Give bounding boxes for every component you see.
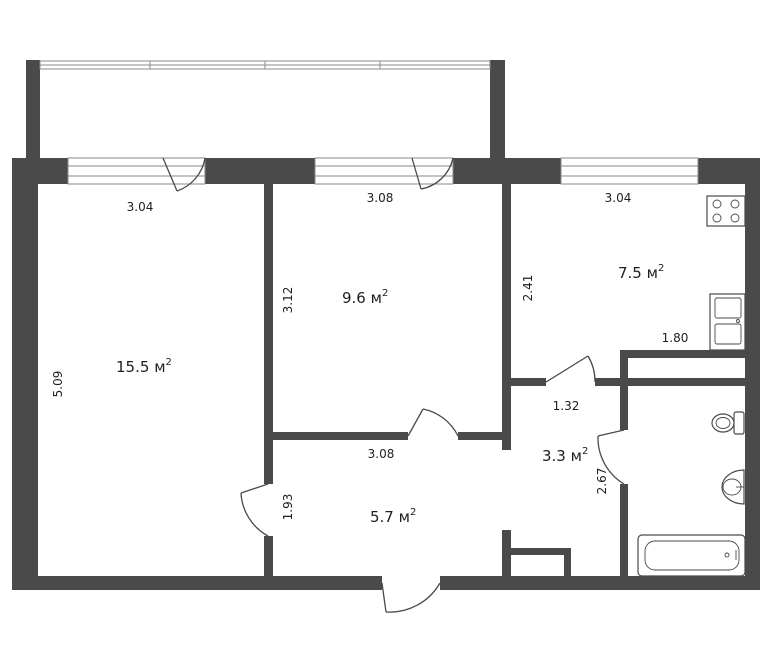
interior-walls — [264, 184, 745, 578]
door-room1 — [240, 483, 269, 537]
room1-width-label: 3.04 — [127, 200, 154, 214]
kitchen-height-label: 2.41 — [521, 275, 535, 302]
corridor-width-label: 1.32 — [553, 399, 580, 413]
doors — [162, 157, 625, 613]
washbasin-icon — [721, 469, 745, 505]
kitchen-area-label: 7.5 м2 — [618, 263, 664, 282]
door-room1-balcony — [162, 157, 206, 192]
kitchen-width-label: 3.04 — [605, 191, 632, 205]
door-room2-balcony — [411, 157, 454, 190]
corridor-height-label: 2.67 — [595, 468, 609, 495]
room1-area-label: 15.5 м2 — [116, 357, 172, 376]
hall-area-label: 5.7 м2 — [370, 507, 416, 526]
kitchen-inner-label: 1.80 — [662, 331, 689, 345]
outer-walls — [12, 158, 760, 590]
corridor-area-label: 3.3 м2 — [542, 446, 588, 465]
room1-height-label: 5.09 — [51, 371, 65, 398]
room2-area-label: 9.6 м2 — [342, 288, 388, 307]
hall-width-label: 3.08 — [368, 447, 395, 461]
hall-height-label: 1.93 — [281, 494, 295, 521]
kitchen-sink-icon — [709, 293, 746, 351]
door-kitchen — [545, 355, 596, 383]
door-entrance — [381, 582, 441, 613]
room2-width-label: 3.08 — [367, 191, 394, 205]
windows — [67, 157, 699, 185]
balcony — [26, 60, 505, 158]
room2-height-label: 3.12 — [281, 287, 295, 314]
door-room2 — [407, 408, 459, 437]
stove-icon — [706, 195, 746, 227]
toilet-icon — [711, 411, 745, 435]
door-bathroom — [597, 429, 625, 485]
bathtub-icon — [637, 534, 746, 577]
